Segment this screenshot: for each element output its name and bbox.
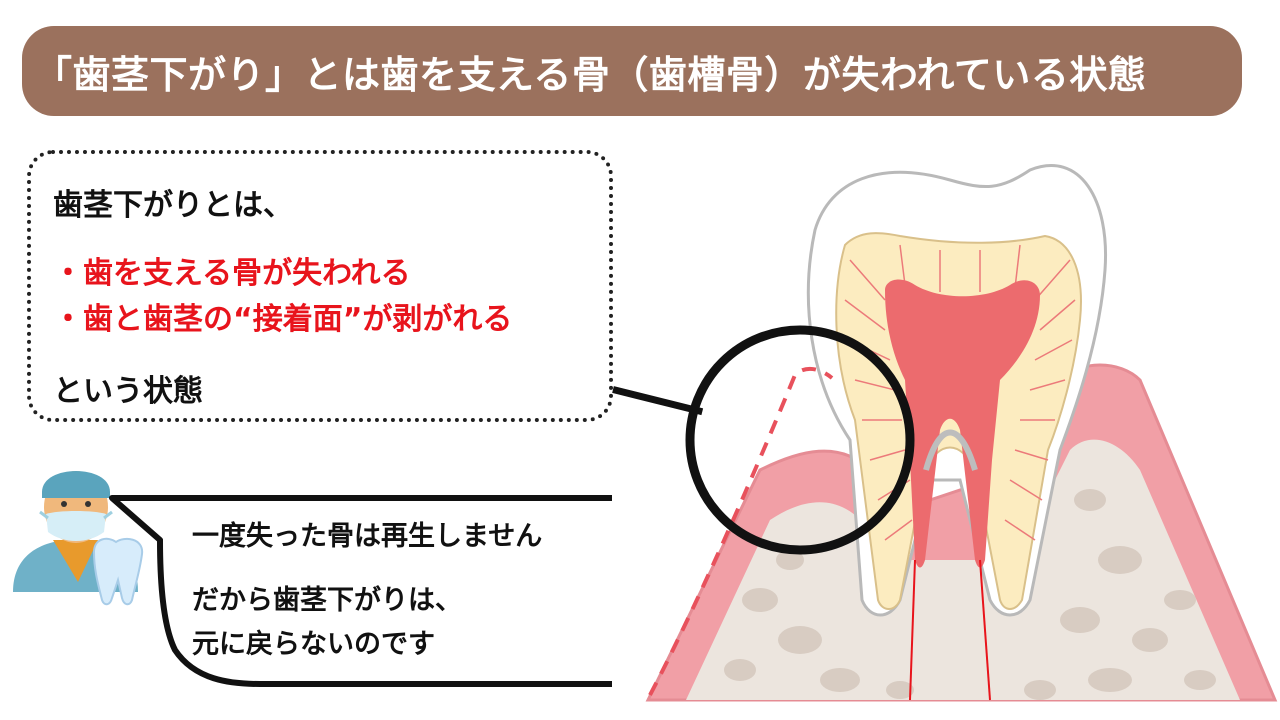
- info-footer: という状態: [53, 374, 203, 409]
- page-title: 「歯茎下がり」とは歯を支える骨（歯槽骨）が失われている状態: [34, 52, 1147, 97]
- info-heading: 歯茎下がりとは、: [53, 188, 293, 223]
- speech-bubble: [109, 495, 612, 687]
- tooth-icon: [92, 537, 144, 606]
- magnifier-circle: [685, 325, 915, 555]
- bone-texture: [724, 489, 1216, 700]
- dentin-tubules: [844, 244, 1076, 541]
- speech-line-therefore: だから歯茎下がりは、: [192, 585, 462, 616]
- speech-line-no-regeneration: 一度失った骨は再生しません: [192, 521, 543, 552]
- info-bullet-bone-loss: ・歯を支える骨が失われる: [53, 256, 411, 291]
- tooth-cross-section: [645, 164, 1278, 702]
- root-cementum: [923, 429, 978, 471]
- original-gum-line: [648, 366, 834, 696]
- root-nerves: [909, 559, 991, 701]
- speech-line-irreversible: 元に戻らないのです: [192, 629, 435, 660]
- tooth-pulp: [885, 279, 1040, 568]
- info-box: 歯茎下がりとは、 ・歯を支える骨が失われる ・歯と歯茎の“接着面”が剥がれる と…: [27, 150, 613, 422]
- info-bullet-attachment-loss: ・歯と歯茎の“接着面”が剥がれる: [53, 302, 513, 337]
- title-banner: 「歯茎下がり」とは歯を支える骨（歯槽骨）が失われている状態: [22, 26, 1242, 116]
- doctor-icon: [13, 471, 144, 606]
